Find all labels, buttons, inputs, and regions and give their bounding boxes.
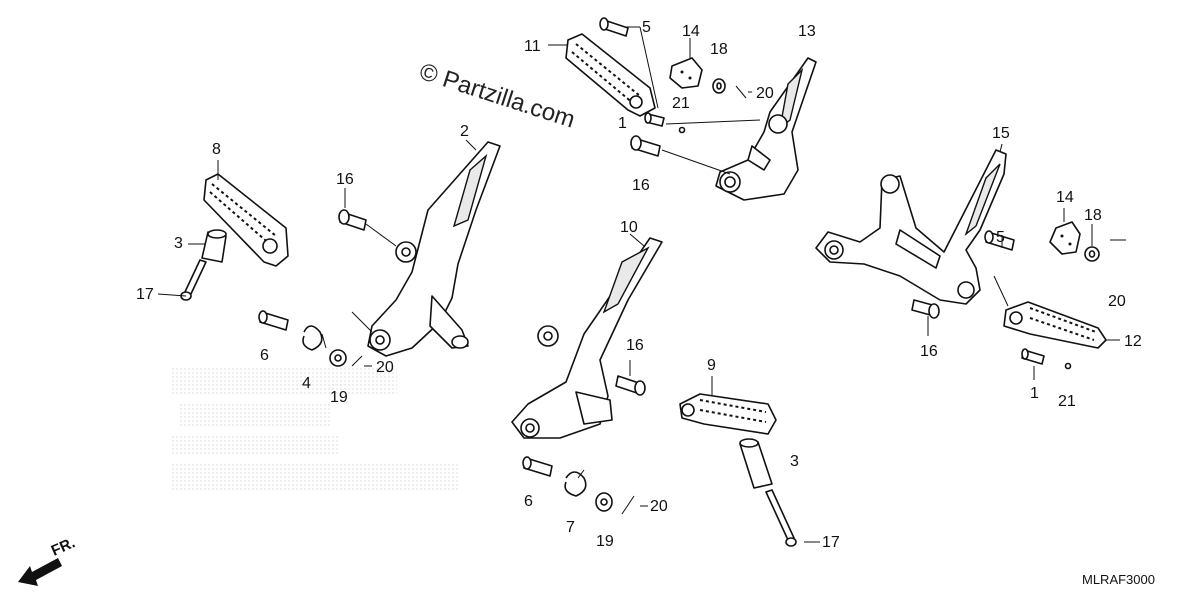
callout-13: 13 (798, 23, 816, 40)
washer-part-19a (329, 349, 347, 367)
bolt-part-17b (765, 489, 797, 547)
callout-11: 11 (524, 38, 541, 55)
callout-4: 4 (302, 375, 311, 392)
bolt-part-16b (338, 209, 367, 231)
cotter-pin-part-20c (621, 495, 635, 515)
clip-part-21b (1064, 362, 1072, 370)
plate-part-14a (669, 57, 703, 89)
washer-part-19b (595, 492, 613, 512)
washer-part-18a (712, 78, 726, 94)
callout-21a: 21 (672, 95, 690, 112)
washer-part-18b (1084, 246, 1100, 262)
callout-10: 10 (620, 219, 638, 236)
callout-17b: 17 (822, 534, 840, 551)
callout-6b: 6 (524, 493, 533, 510)
callout-14b: 14 (1056, 189, 1074, 206)
callout-16c: 16 (626, 337, 644, 354)
cotter-pin-part-20a (735, 85, 747, 99)
callout-20b: 20 (376, 359, 394, 376)
callout-19a: 19 (330, 389, 348, 406)
front-direction-label: FR. (49, 534, 78, 559)
spring-part-7 (564, 469, 587, 497)
background-stamp (170, 368, 460, 492)
bracket-part-13 (715, 57, 817, 201)
callout-17a: 17 (136, 286, 154, 303)
callout-15: 15 (992, 125, 1010, 142)
pin-part-5a (599, 17, 629, 37)
plate-part-14b (1049, 221, 1081, 255)
footpeg-part-8 (203, 173, 289, 267)
spring-part-4 (302, 325, 327, 351)
sleeve-part-3b (739, 438, 773, 489)
bolt-part-16d (911, 299, 940, 319)
cotter-pin-part-20b (351, 355, 363, 367)
callout-2: 2 (460, 123, 469, 140)
bolt-part-1a (644, 112, 665, 127)
pin-part-6b (522, 456, 553, 477)
callout-9: 9 (707, 357, 716, 374)
watermark: © Partzilla.com (416, 58, 578, 134)
clip-part-21a (678, 126, 686, 134)
callout-20c: 20 (650, 498, 668, 515)
footpeg-part-11 (565, 33, 656, 117)
bolt-part-1b (1021, 348, 1045, 365)
callout-3a: 3 (174, 235, 183, 252)
callout-3b: 3 (790, 453, 799, 470)
callout-18b: 18 (1084, 207, 1102, 224)
callout-16b: 16 (336, 171, 354, 188)
pin-part-6a (258, 310, 289, 331)
bolt-part-17a (180, 259, 207, 301)
bracket-part-2 (367, 141, 501, 357)
callout-8: 8 (212, 141, 221, 158)
callout-16a: 16 (632, 177, 650, 194)
callout-5a: 5 (642, 19, 651, 36)
callout-1a: 1 (618, 115, 627, 132)
bolt-part-16c (615, 375, 646, 396)
diagram-code: MLRAF3000 (1082, 572, 1155, 587)
footpeg-part-12 (1003, 301, 1107, 349)
callout-1b: 1 (1030, 385, 1039, 402)
callout-16d: 16 (920, 343, 938, 360)
bracket-part-15 (815, 149, 1007, 305)
front-direction-arrow: FR. (18, 534, 78, 586)
callout-6a: 6 (260, 347, 269, 364)
pin-part-5b (984, 230, 1015, 251)
bolt-part-16a (630, 135, 661, 157)
callout-5b: 5 (996, 229, 1005, 246)
callout-19b: 19 (596, 533, 614, 550)
footpeg-part-9 (679, 393, 777, 435)
callout-7: 7 (566, 519, 575, 536)
bracket-part-10 (511, 237, 663, 439)
callout-12: 12 (1124, 333, 1142, 350)
sleeve-part-3a (201, 229, 227, 263)
callout-14a: 14 (682, 23, 700, 40)
callout-20d: 20 (1108, 293, 1126, 310)
callout-20a: 20 (756, 85, 774, 102)
callout-21b: 21 (1058, 393, 1076, 410)
callout-18a: 18 (710, 41, 728, 58)
